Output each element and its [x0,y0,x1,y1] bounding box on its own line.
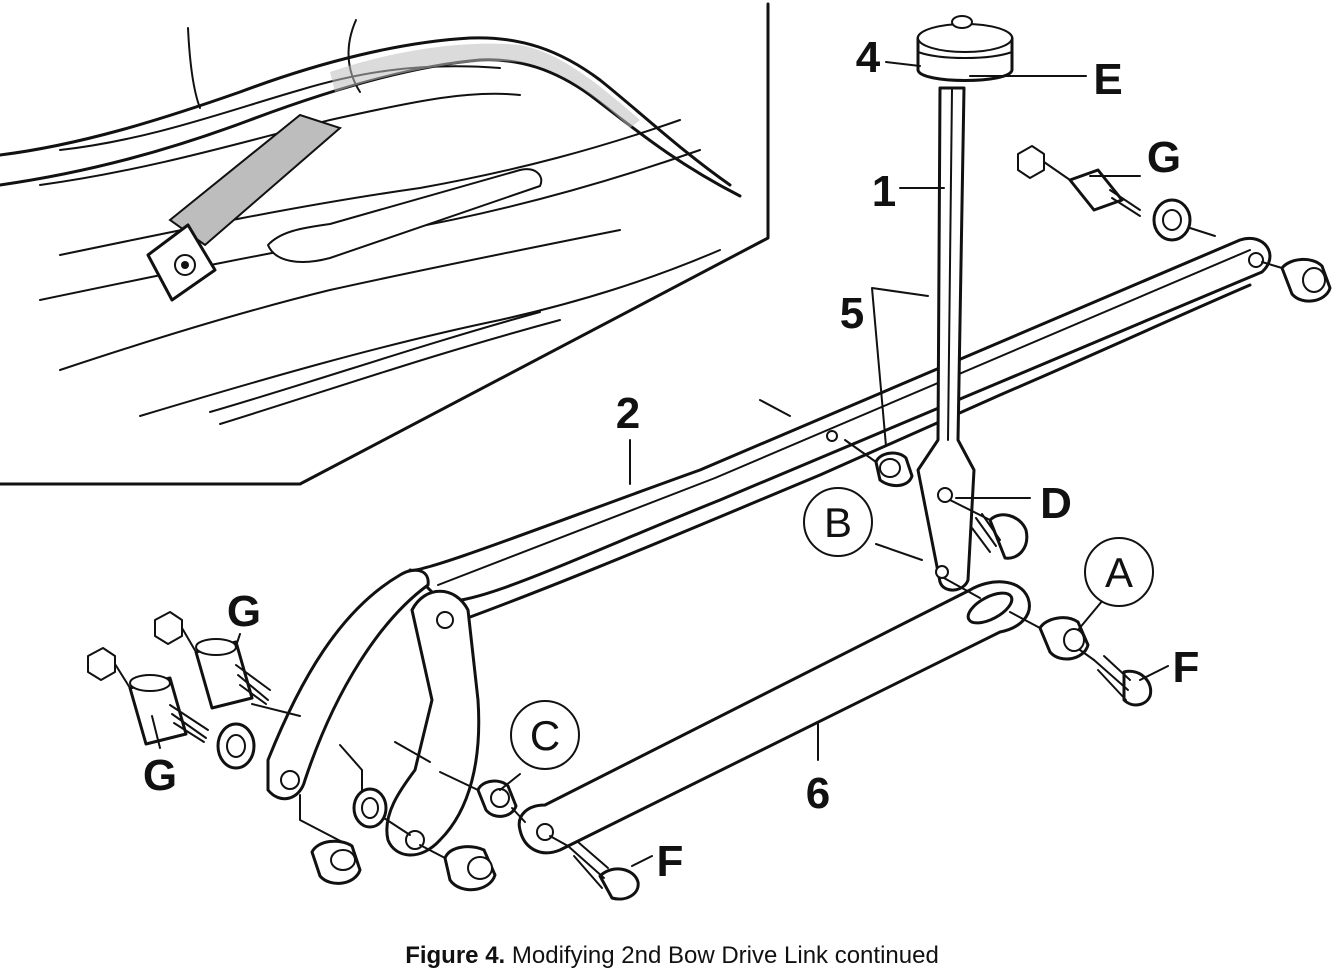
left-bracket-plate [385,589,481,857]
label-letter-b: B [824,499,852,546]
shoulder-bolt-g-top-right [1017,145,1192,242]
bow-top-curve [0,36,732,187]
label-letter-g-left-lower: G [143,751,177,800]
label-letter-g-left-upper: G [227,587,261,636]
label-part-6: 6 [806,769,830,818]
drive-link-slot [966,591,1014,625]
figure-title: Modifying 2nd Bow Drive Link continued [511,942,939,969]
left-shoulder-bolt-lower [87,647,256,770]
bushing-c [476,779,518,818]
label-part-5: 5 [840,289,864,338]
lever-hole-upper [937,487,953,503]
leader-lines [151,61,1283,867]
callout-circle-b [803,487,873,557]
bow-link-end-hole [1248,252,1264,268]
screw-d [971,513,1029,560]
label-letter-f-bottom: F [657,837,684,886]
pin-and-washer-part-5 [826,430,914,487]
screw-f-right [1093,655,1153,707]
lever-hole-lower [935,565,949,579]
label-letter-c: C [530,712,560,759]
figure-number: Figure 4. [405,942,506,969]
figure-caption: Figure 4. Modifying 2nd Bow Drive Link c… [0,942,1344,970]
hex-nut-upper [154,611,183,645]
label-part-1: 1 [872,167,896,216]
lever-part-1 [916,15,1014,592]
callout-circle-c [510,700,580,770]
inset-detail-view [0,2,770,486]
bow-link-part-2 [408,236,1272,630]
drive-link-part-6 [517,580,1031,855]
hex-nut-lower [87,647,116,681]
left-bracket-assembly [266,568,497,892]
bushing-top-right [1280,258,1332,303]
label-letter-e: E [1093,55,1122,104]
label-letter-f-right: F [1173,643,1200,692]
bushing-a [1038,616,1090,661]
label-letter-d: D [1040,479,1072,528]
callout-circle-a [1084,537,1154,607]
label-letter-a: A [1105,549,1133,596]
inset-border [0,2,770,486]
left-bracket-arm [266,568,430,801]
label-letter-g-top-right: G [1147,133,1181,182]
screw-f-bottom [567,841,640,901]
label-part-4: 4 [856,33,881,82]
left-shoulder-bolt-upper [154,611,271,710]
label-part-2: 2 [616,389,640,438]
